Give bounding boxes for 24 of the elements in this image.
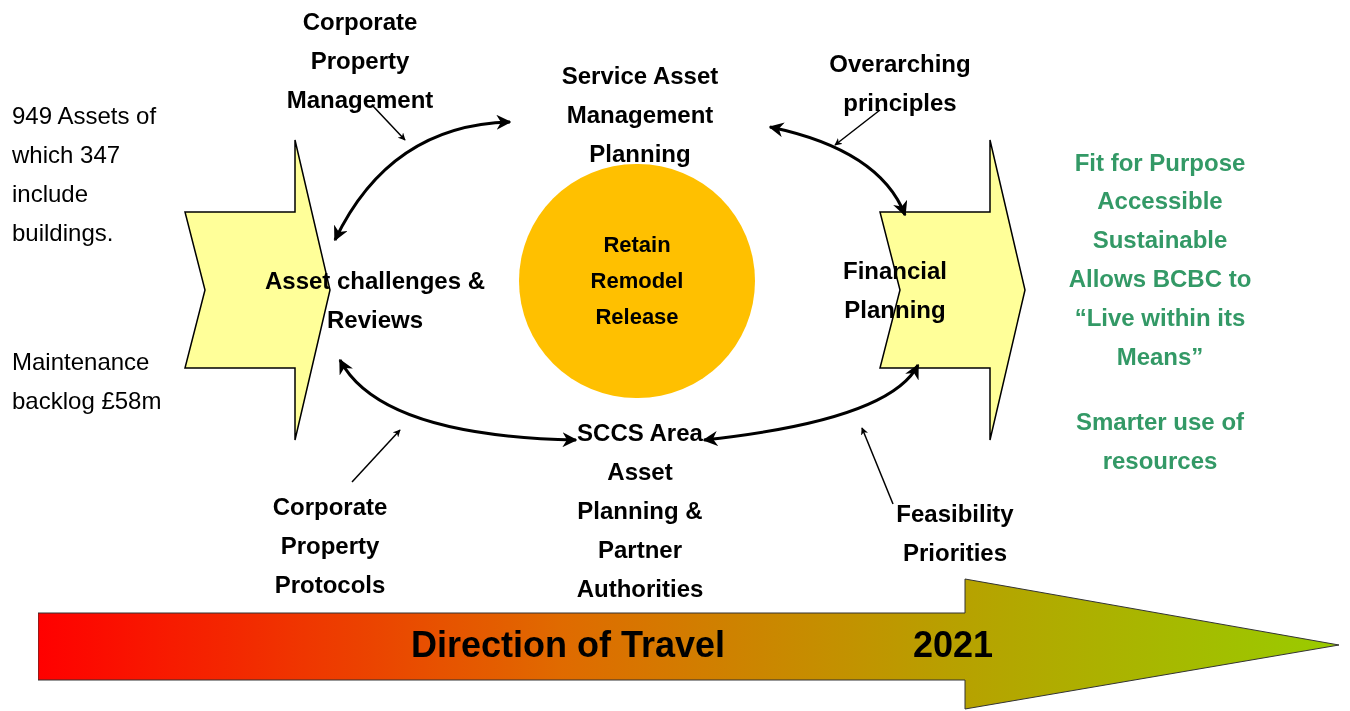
note-text: Allows BCBC to “Live within its Means” — [1067, 264, 1253, 372]
arrow-text: 2021 — [911, 624, 995, 666]
curved-arrow — [338, 358, 578, 447]
note-text: Maintenance backlog £58m — [12, 347, 163, 416]
curved-arrow — [333, 115, 512, 242]
circle-text: Retain Remodel Release — [589, 231, 685, 331]
process-label: Service Asset Management Planning — [560, 60, 720, 169]
arrow-text: Direction of Travel — [409, 624, 727, 666]
note-text: Sustainable — [1091, 225, 1229, 255]
note-text: Smarter use of resources — [1074, 407, 1246, 476]
curved-arrow — [768, 122, 907, 217]
note-text: Fit for Purpose — [1073, 148, 1247, 178]
leader-arrow — [834, 109, 881, 146]
curved-arrow — [702, 363, 920, 446]
leader-arrow — [351, 429, 401, 483]
callout-text: Overarching principles — [828, 48, 972, 118]
process-label: SCCS Area Asset Planning & Partner Authorities — [575, 417, 705, 604]
note-text: 949 Assets of which 347 include buildings. — [12, 101, 158, 248]
callout-text: Feasibility Priorities — [895, 499, 1015, 568]
callout-text: Corporate Property Management — [285, 6, 435, 115]
callout-text: Corporate Property Protocols — [271, 491, 389, 600]
leader-arrow — [371, 104, 406, 141]
note-text: Accessible — [1096, 186, 1224, 216]
leader-arrow — [861, 427, 894, 505]
